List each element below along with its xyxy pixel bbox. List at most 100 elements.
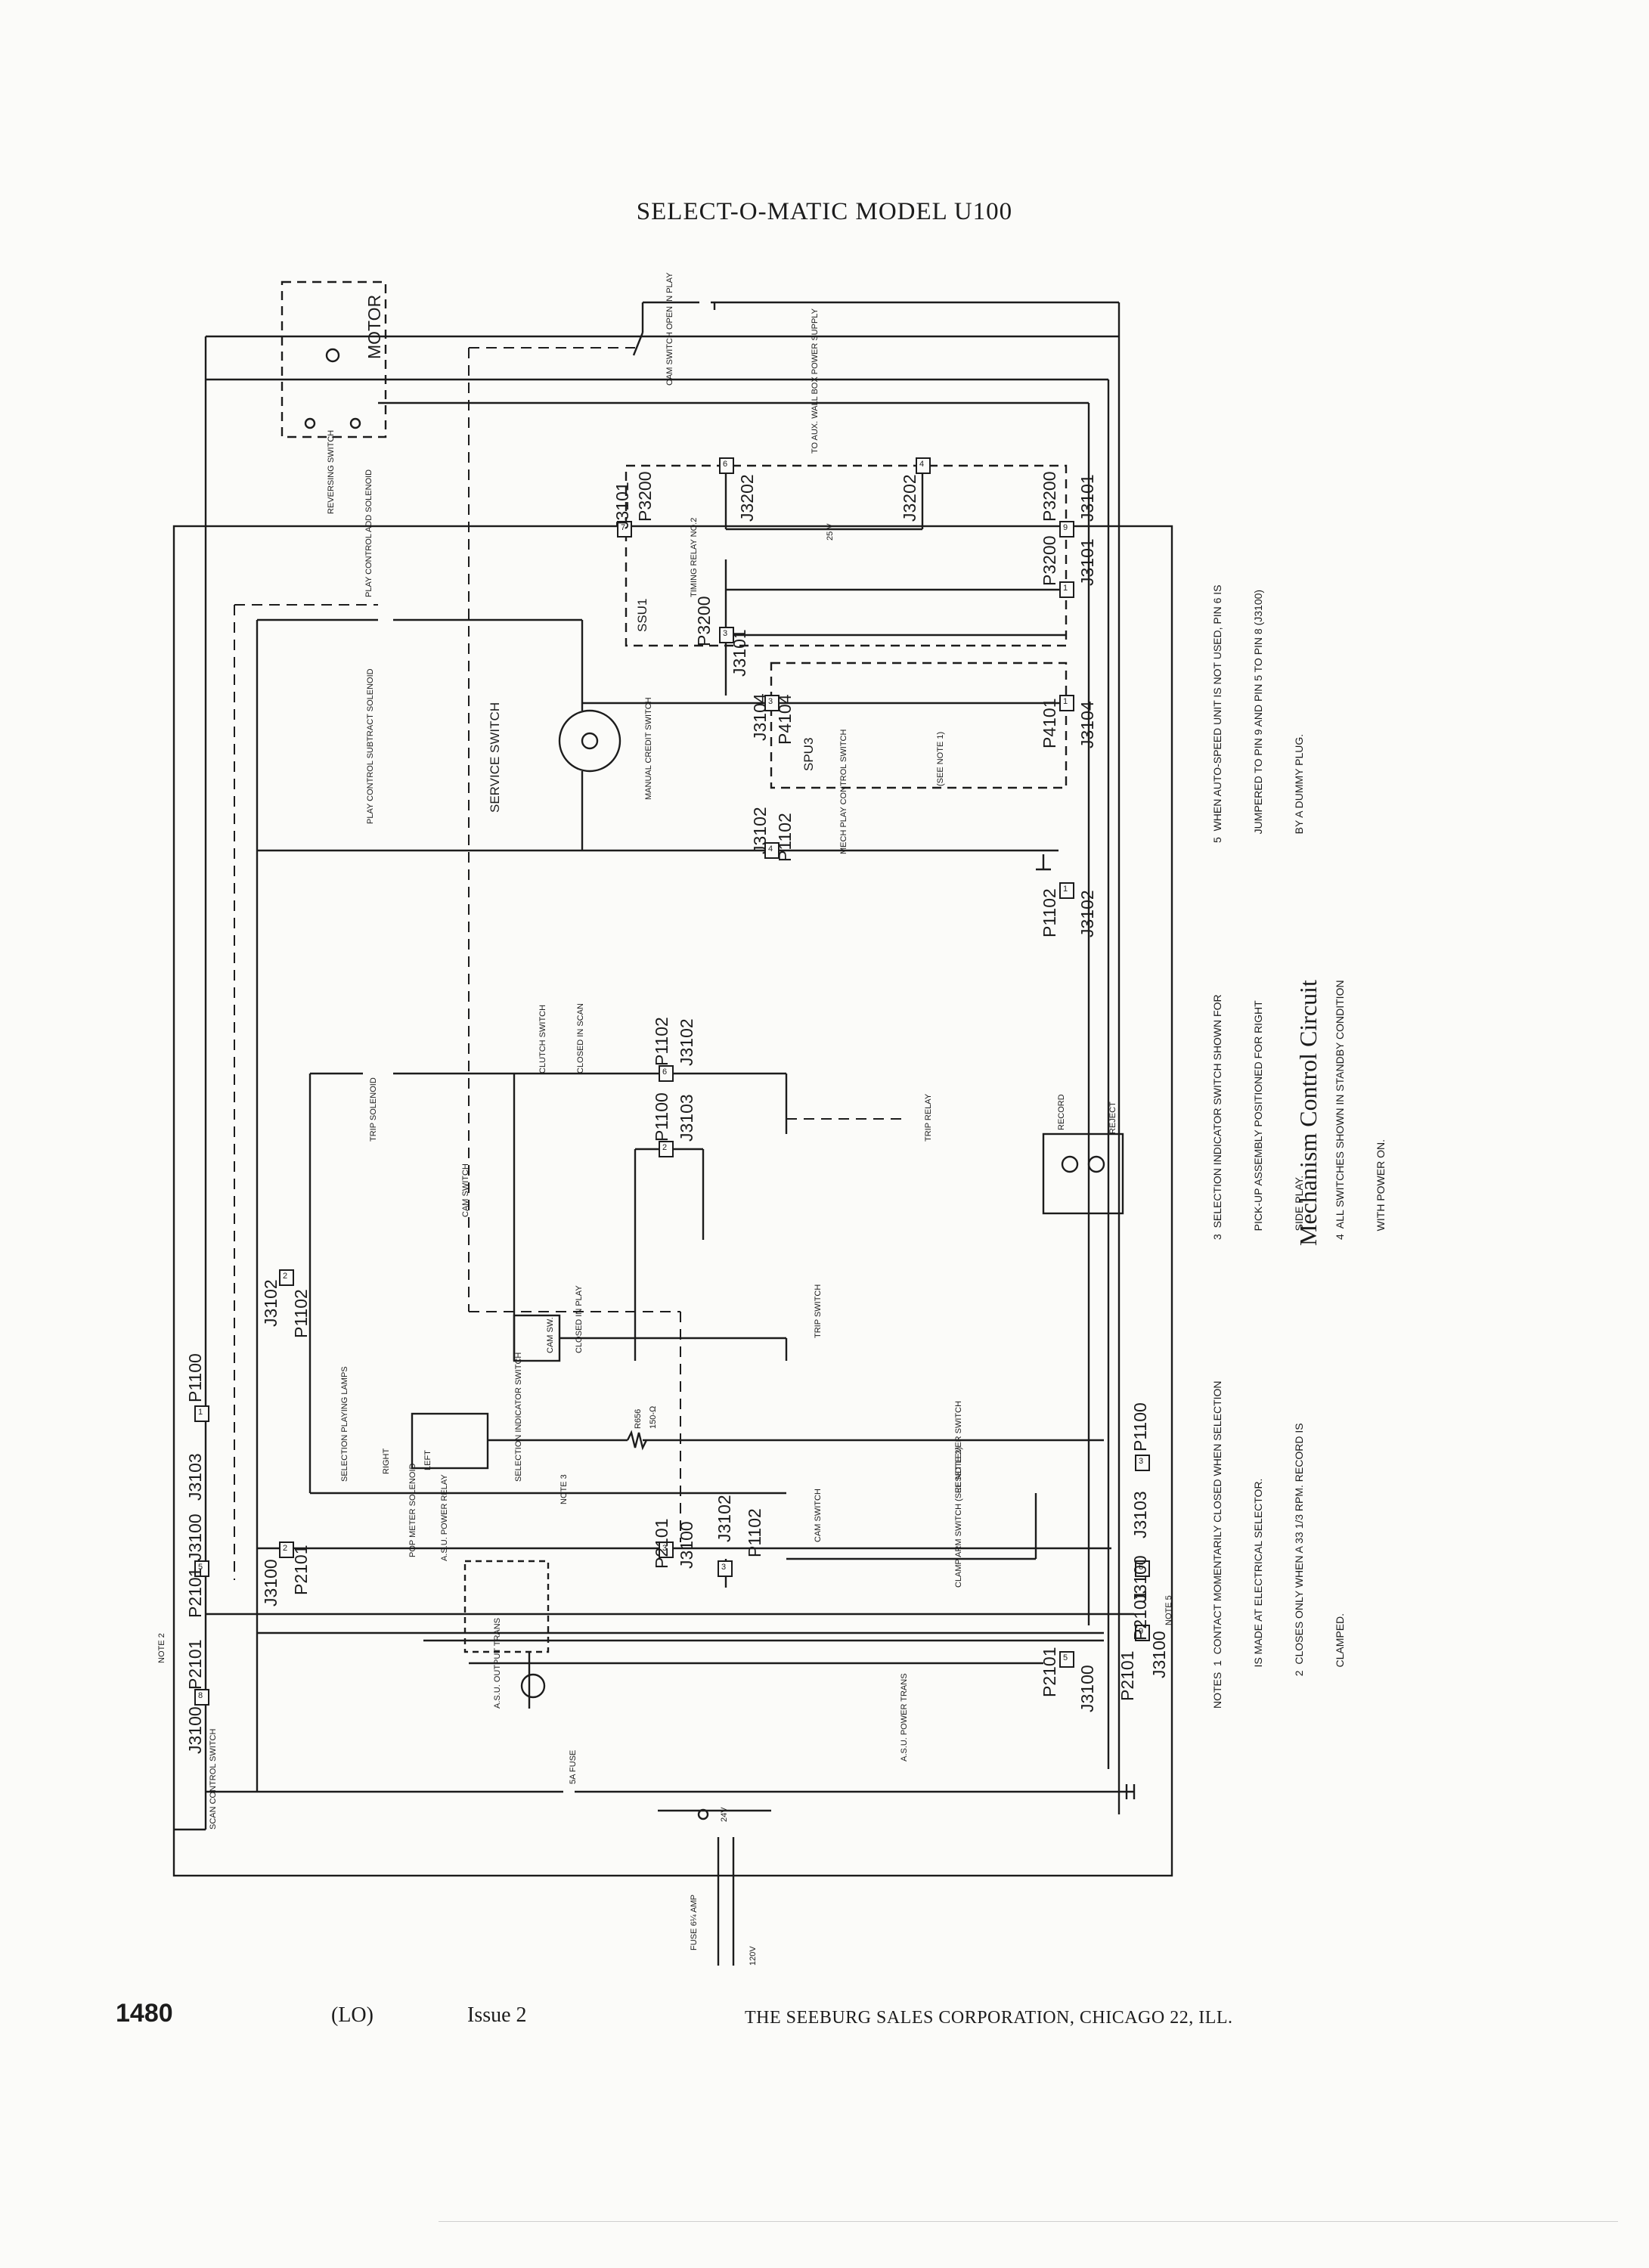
ssu1-box — [625, 464, 1068, 647]
connector-j3103-b: J3103 — [185, 1453, 205, 1501]
fuse-main-label: FUSE 6¼ AMP — [690, 1895, 699, 1950]
r656-label: R656 — [634, 1408, 643, 1429]
note5-right-label: NOTE 5 — [1164, 1595, 1173, 1625]
connector-j3102-d: J3102 — [261, 1279, 281, 1327]
cam-switch-low-label: CAM SWITCH — [814, 1489, 823, 1542]
trip-switch-label: TRIP SWITCH — [814, 1284, 823, 1338]
pin-3-c: 3 — [662, 1544, 668, 1553]
note-line: 3 SELECTION INDICATOR SWITCH SHOWN FOR — [1211, 994, 1223, 1240]
connector-j3104-b: J3104 — [1077, 701, 1097, 748]
trip-relay-label: TRIP RELAY — [924, 1093, 933, 1142]
service-switch-label: SERVICE SWITCH — [488, 702, 502, 813]
connector-j3100-b: J3100 — [185, 1706, 205, 1754]
pin-4-a: 4 — [919, 460, 925, 469]
pin-7: 7 — [621, 523, 626, 532]
asu-output-trans-label: A.S.U. OUTPUT TRANS — [493, 1617, 502, 1709]
pin-9-a: 9 — [1063, 523, 1068, 532]
reversing-switch-label: REVERSING SWITCH — [327, 429, 336, 514]
page-title: SELECT-O-MATIC MODEL U100 — [636, 198, 1013, 225]
pin-8: 8 — [198, 1691, 203, 1700]
connector-j3102-b: J3102 — [1077, 890, 1097, 937]
connector-p4104: P4104 — [775, 694, 795, 745]
connector-j3101-mid: J3101 — [1077, 538, 1097, 586]
mech-play-control-label: MECH PLAY CONTROL SWITCH — [839, 729, 848, 854]
connector-j3104-a: J3104 — [750, 693, 770, 741]
pin-3-d: 3 — [721, 1563, 727, 1572]
service-switch — [558, 709, 621, 773]
reject-label: REJECT — [1108, 1101, 1117, 1134]
connector-j3100-g: J3100 — [1077, 1665, 1097, 1712]
connector-j3102-c: J3102 — [677, 1018, 696, 1066]
connector-p3200-ssu: P3200 — [694, 596, 714, 646]
connector-p2101-a: P2101 — [185, 1567, 205, 1618]
pin-2-a: 2 — [662, 1143, 668, 1152]
pin-1-c: 1 — [1063, 885, 1068, 894]
connector-p1100-c: P1100 — [1130, 1402, 1150, 1452]
pin-2-b: 2 — [283, 1272, 288, 1281]
v120-label: 120V — [749, 1946, 758, 1966]
note-line: 5 WHEN AUTO-SPEED UNIT IS NOT USED, PIN … — [1211, 584, 1223, 843]
connector-j3103-c: J3103 — [1130, 1491, 1150, 1538]
connector-p1102-a: P1102 — [775, 813, 795, 862]
note3-label: NOTE 3 — [559, 1474, 569, 1504]
spu3-label: SPU3 — [801, 737, 816, 771]
r656-value-label: 150-Ω — [649, 1405, 658, 1429]
selection-indicator-label: SELECTION INDICATOR SWITCH — [514, 1352, 523, 1482]
connector-p2101-g: P2101 — [1040, 1647, 1059, 1697]
note-line: 2 CLOSES ONLY WHEN A 33 1/3 RPM. RECORD … — [1293, 1423, 1305, 1709]
connector-j3100-d: J3100 — [677, 1521, 696, 1569]
connector-p3200-top: P3200 — [635, 471, 655, 522]
pin-5-a: 5 — [198, 1563, 203, 1572]
pin-1-a: 1 — [1063, 584, 1068, 593]
asu-power-trans-label: A.S.U. POWER TRANS — [900, 1673, 909, 1761]
pin-9-b: 9 — [1139, 1627, 1144, 1636]
connector-j3101-top: J3101 — [612, 482, 632, 529]
pin-2-c: 2 — [283, 1544, 288, 1553]
pin-3-a: 3 — [723, 629, 728, 638]
note2-left-label: NOTE 2 — [157, 1633, 166, 1663]
connector-p2101-c: P2101 — [291, 1545, 311, 1595]
play-control-add-label: PLAY CONTROL ADD SOLENOID — [364, 469, 374, 597]
clutch-switch-label: CLUTCH SWITCH — [538, 1004, 547, 1074]
note-line: WITH POWER ON. — [1375, 1139, 1387, 1240]
pin-6-b: 6 — [662, 1067, 668, 1077]
connector-j3100-c: J3100 — [261, 1559, 281, 1606]
connector-p3200-mid: P3200 — [1040, 535, 1059, 586]
connector-j3100-f: J3100 — [1149, 1631, 1169, 1678]
connector-p1102-b: P1102 — [1040, 888, 1059, 937]
cam-switch-top-label: CAM SWITCH OPEN IN PLAY — [665, 272, 674, 386]
footer-issue: Issue 2 — [467, 2003, 527, 2027]
scan-control-label: SCAN CONTROL SWITCH — [209, 1728, 218, 1830]
aux-power-label: TO AUX. WALL BOX POWER SUPPLY — [811, 308, 820, 454]
connector-j3101-ssu: J3101 — [730, 629, 749, 677]
note-line: BY A DUMMY PLUG. — [1293, 733, 1305, 843]
connector-p2101-b: P2101 — [185, 1639, 205, 1690]
pin-6-a: 6 — [723, 460, 728, 469]
spu3-box — [770, 662, 1068, 789]
asu-power-relay — [463, 1560, 550, 1653]
pin-5-b: 5 — [1063, 1653, 1068, 1662]
connector-j3202-b: J3202 — [900, 474, 919, 522]
notes-left: NOTES 1 CONTACT MOMENTARILY CLOSED WHEN … — [1183, 1380, 1360, 1709]
v25-label: 25 V — [826, 523, 835, 541]
cam-switch-mid-label: CAM SWITCH — [461, 1163, 470, 1217]
trip-solenoid-label: TRIP SOLENOID — [369, 1077, 378, 1142]
bottom-rule — [439, 2221, 1618, 2222]
motor — [281, 280, 387, 438]
circuit-title: Mechanism Control Circuit — [1294, 980, 1322, 1246]
record-reject-box — [1042, 1132, 1124, 1215]
connector-j3101-right: J3101 — [1077, 474, 1097, 522]
note-line: 4 ALL SWITCHES SHOWN IN STANDBY CONDITIO… — [1334, 980, 1346, 1240]
connector-p1102-e: P1102 — [745, 1508, 764, 1557]
right-label: RIGHT — [382, 1448, 391, 1474]
notes-right: 5 WHEN AUTO-SPEED UNIT IS NOT USED, PIN … — [1183, 584, 1319, 843]
connector-j3102-e: J3102 — [714, 1495, 734, 1542]
see-note-1-label: (SEE NOTE 1) — [936, 731, 945, 786]
footer-code: (LO) — [331, 2003, 374, 2027]
cam-sw-label: CAM SW. — [546, 1317, 555, 1353]
connector-j3103-a: J3103 — [677, 1094, 696, 1142]
motor-label: MOTOR — [364, 294, 384, 359]
connector-p1100-a: P1100 — [652, 1092, 671, 1142]
closed-in-play-label: CLOSED IN PLAY — [575, 1285, 584, 1353]
